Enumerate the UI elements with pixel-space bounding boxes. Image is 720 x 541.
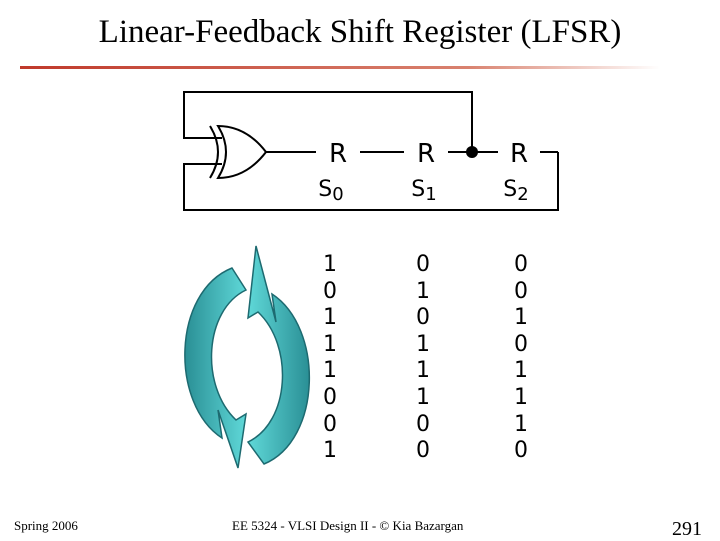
sequence-cell: 1 bbox=[416, 278, 430, 304]
sequence-cell: 0 bbox=[416, 438, 430, 464]
sequence-cell: 1 bbox=[323, 252, 337, 277]
sequence-cell: 1 bbox=[416, 358, 430, 384]
sequence-cell: 0 bbox=[416, 411, 430, 437]
sequence-cell: 1 bbox=[514, 305, 528, 331]
sequence-cell: 1 bbox=[416, 384, 430, 410]
lfsr-wiring bbox=[183, 91, 559, 211]
slide-title: Linear-Feedback Shift Register (LFSR) bbox=[98, 14, 622, 50]
state-label-s0: S0 bbox=[318, 177, 343, 205]
page-number: 291 bbox=[672, 518, 702, 540]
register-label-2: R bbox=[510, 139, 528, 169]
sequence-cell: 0 bbox=[323, 278, 337, 304]
sequence-cell: 1 bbox=[514, 384, 528, 410]
footer-date: Spring 2006 bbox=[14, 518, 78, 533]
sequence-cell: 1 bbox=[323, 305, 337, 331]
sequence-cell: 0 bbox=[514, 252, 528, 277]
sequence-cell: 1 bbox=[323, 438, 337, 464]
sequence-cell: 1 bbox=[323, 331, 337, 357]
sequence-cell: 1 bbox=[514, 411, 528, 437]
sequence-column-s1: 0 1 0 1 1 1 0 0 bbox=[408, 252, 438, 465]
tap-node-icon bbox=[466, 146, 478, 158]
sequence-cell: 1 bbox=[416, 331, 430, 357]
state-label-s2: S2 bbox=[503, 177, 528, 205]
sequence-cell: 0 bbox=[514, 438, 528, 464]
xor-gate-icon bbox=[209, 124, 268, 180]
sequence-cell: 0 bbox=[323, 411, 337, 437]
state-label-s1-subscript: 1 bbox=[425, 184, 436, 205]
state-label-s2-letter: S bbox=[503, 177, 517, 202]
sequence-cell: 0 bbox=[323, 384, 337, 410]
sequence-cell: 0 bbox=[416, 252, 430, 277]
sequence-cell: 1 bbox=[514, 358, 528, 384]
state-label-s2-subscript: 2 bbox=[517, 184, 528, 205]
sequence-column-s0: 1 0 1 1 1 0 0 1 bbox=[315, 252, 345, 465]
sequence-cell: 0 bbox=[514, 331, 528, 357]
register-label-1: R bbox=[417, 139, 435, 169]
cycle-arrows-icon bbox=[184, 245, 310, 469]
state-label-s1-letter: S bbox=[411, 177, 425, 202]
state-label-s1: S1 bbox=[411, 177, 436, 205]
sequence-cell: 0 bbox=[514, 278, 528, 304]
state-label-s0-letter: S bbox=[318, 177, 332, 202]
sequence-cell: 1 bbox=[323, 358, 337, 384]
footer-course: EE 5324 - VLSI Design II - © Kia Bazarga… bbox=[232, 518, 464, 533]
state-label-s0-subscript: 0 bbox=[332, 184, 343, 205]
sequence-cell: 0 bbox=[416, 305, 430, 331]
sequence-column-s2: 0 0 1 0 1 1 1 0 bbox=[506, 252, 536, 465]
title-underline bbox=[20, 66, 660, 69]
register-label-0: R bbox=[329, 139, 347, 169]
